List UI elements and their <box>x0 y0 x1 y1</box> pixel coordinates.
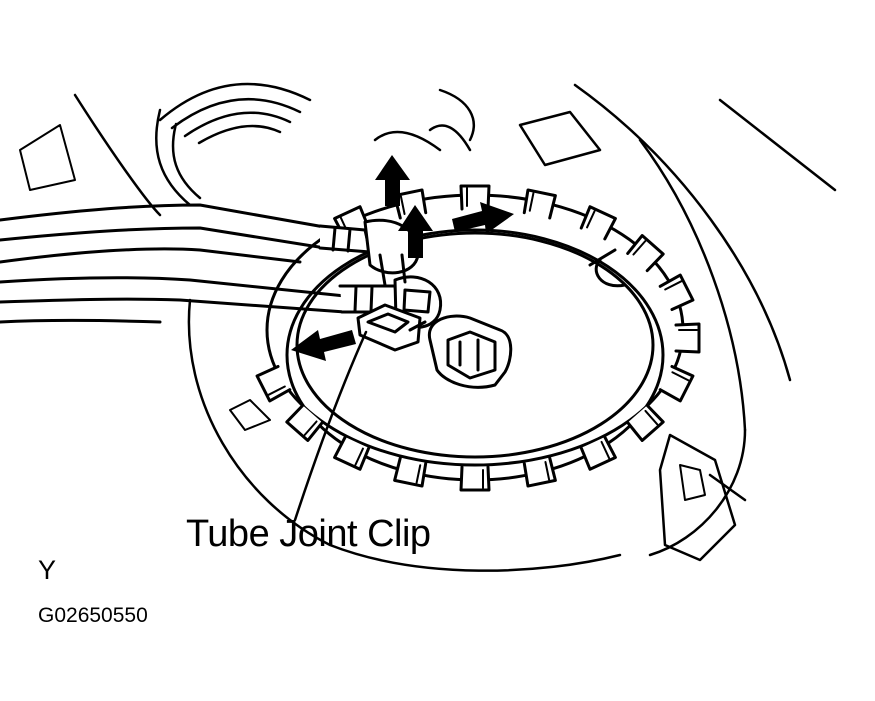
ring-lug <box>393 456 429 488</box>
ring-lug <box>674 322 701 354</box>
up-arrow-left <box>375 155 410 206</box>
right-arrow <box>452 202 514 234</box>
callout-label: Tube Joint Clip <box>186 513 431 555</box>
fuel-tubes <box>0 203 443 352</box>
connector <box>427 248 627 389</box>
up-arrow-right <box>398 205 433 258</box>
ring-lug <box>521 456 557 488</box>
motion-arrows <box>291 155 514 361</box>
tank-contours <box>19 82 837 572</box>
corner-mark: Y <box>38 555 57 585</box>
leader-line <box>293 330 368 522</box>
left-arrow <box>291 330 356 361</box>
figure-id: G02650550 <box>38 604 148 627</box>
ring-lug <box>459 465 491 492</box>
